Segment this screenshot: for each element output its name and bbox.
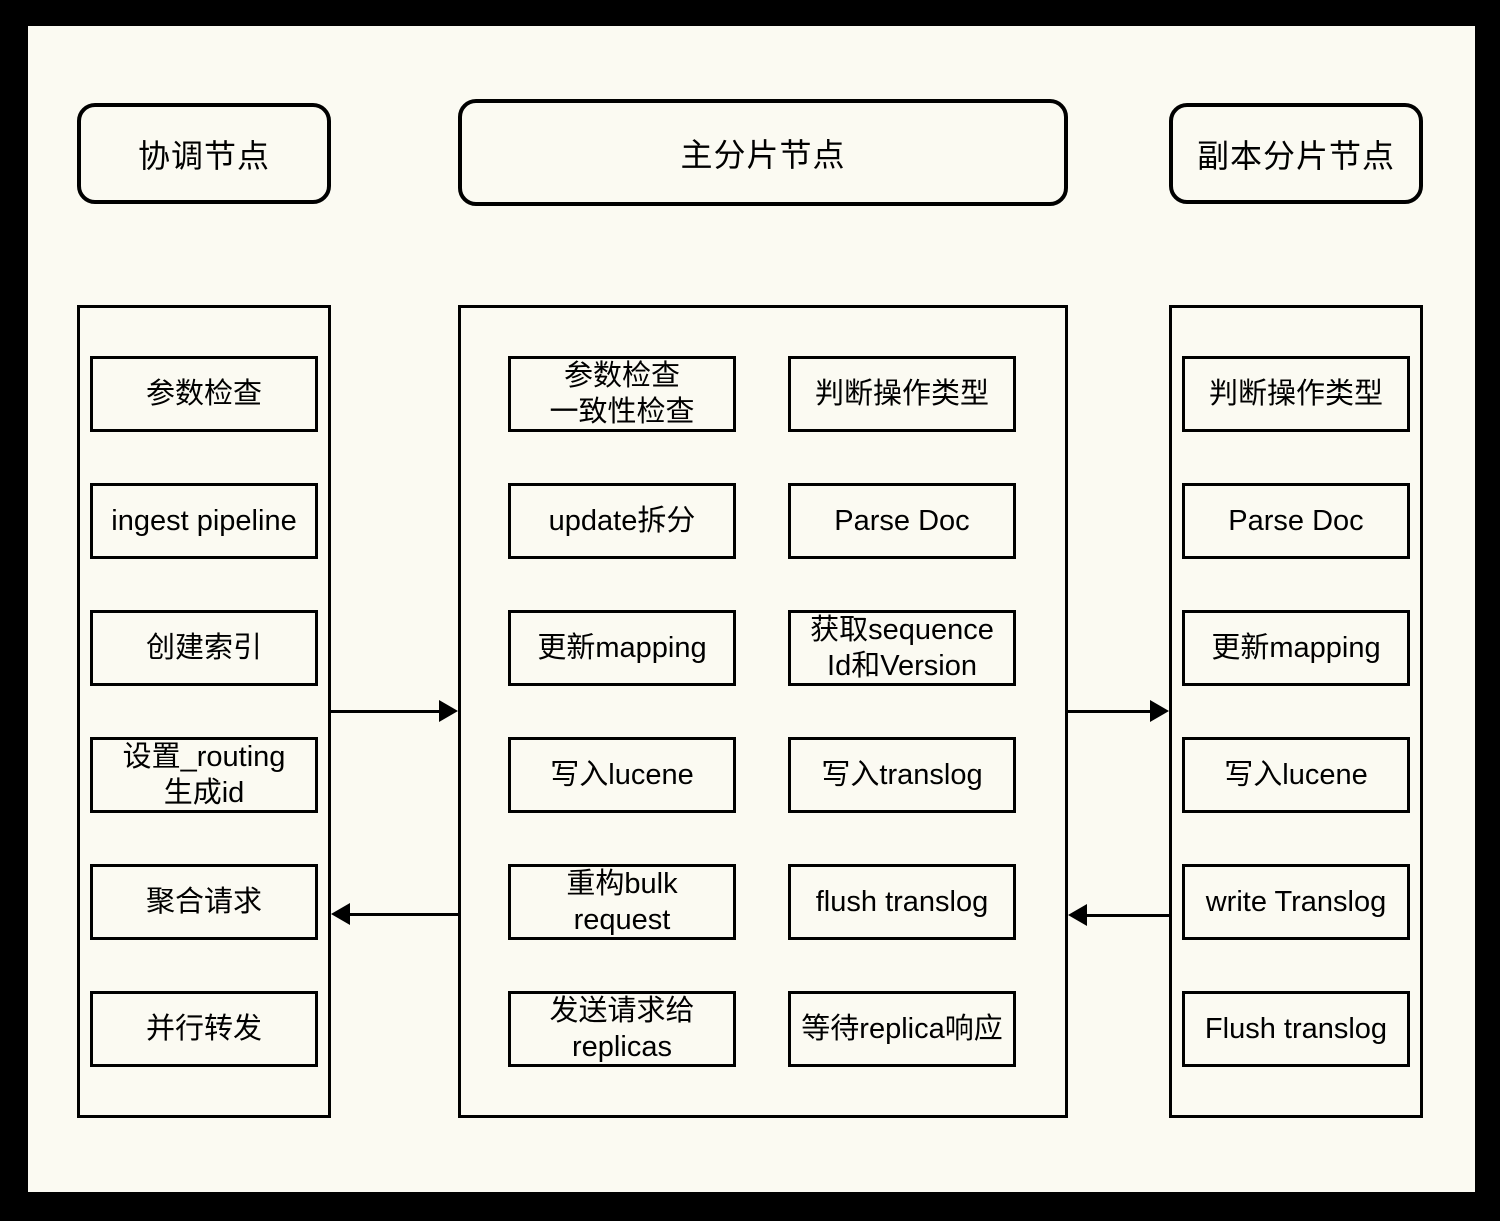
- arrowhead-right-icon: [439, 700, 458, 722]
- arrowhead-left-icon: [331, 903, 350, 925]
- box-write-translog-replica: write Translog: [1182, 864, 1410, 940]
- box-set-routing-generate-id: 设置_routing 生成id: [90, 737, 318, 813]
- box-judge-op-type-replica: 判断操作类型: [1182, 356, 1410, 432]
- box-write-translog-primary: 写入translog: [788, 737, 1016, 813]
- box-write-lucene-primary: 写入lucene: [508, 737, 736, 813]
- box-flush-translog-replica: Flush translog: [1182, 991, 1410, 1067]
- arrow-primary-to-replica: [1068, 700, 1169, 722]
- header-coordinating-node: 协调节点: [77, 103, 331, 204]
- box-send-request-to-replicas: 发送请求给 replicas: [508, 991, 736, 1067]
- arrow-shaft: [331, 710, 442, 713]
- container-primary-shard-node: [458, 305, 1068, 1118]
- box-flush-translog-primary: flush translog: [788, 864, 1016, 940]
- box-write-lucene-replica: 写入lucene: [1182, 737, 1410, 813]
- box-judge-op-type-primary: 判断操作类型: [788, 356, 1016, 432]
- arrow-coordinator-to-primary: [331, 700, 458, 722]
- arrow-shaft: [1068, 710, 1153, 713]
- box-parallel-forward: 并行转发: [90, 991, 318, 1067]
- arrow-primary-to-coordinator: [331, 903, 458, 925]
- box-ingest-pipeline: ingest pipeline: [90, 483, 318, 559]
- box-param-consistency-check: 参数检查 一致性检查: [508, 356, 736, 432]
- box-aggregate-request: 聚合请求: [90, 864, 318, 940]
- box-create-index: 创建索引: [90, 610, 318, 686]
- box-update-split: update拆分: [508, 483, 736, 559]
- box-get-sequence-id-version: 获取sequence Id和Version: [788, 610, 1016, 686]
- container-coordinating-node: [77, 305, 331, 1118]
- box-wait-replica-response: 等待replica响应: [788, 991, 1016, 1067]
- arrowhead-right-icon: [1150, 700, 1169, 722]
- arrowhead-left-icon: [1068, 904, 1087, 926]
- arrow-shaft: [1084, 914, 1169, 917]
- box-update-mapping-replica: 更新mapping: [1182, 610, 1410, 686]
- box-param-check: 参数检查: [90, 356, 318, 432]
- box-rebuild-bulk-request: 重构bulk request: [508, 864, 736, 940]
- container-replica-shard-node: [1169, 305, 1423, 1118]
- header-replica-shard-node: 副本分片节点: [1169, 103, 1423, 204]
- box-parse-doc-replica: Parse Doc: [1182, 483, 1410, 559]
- arrow-replica-to-primary: [1068, 904, 1169, 926]
- header-primary-shard-node: 主分片节点: [458, 99, 1068, 206]
- arrow-shaft: [347, 913, 458, 916]
- box-update-mapping-primary: 更新mapping: [508, 610, 736, 686]
- box-parse-doc-primary: Parse Doc: [788, 483, 1016, 559]
